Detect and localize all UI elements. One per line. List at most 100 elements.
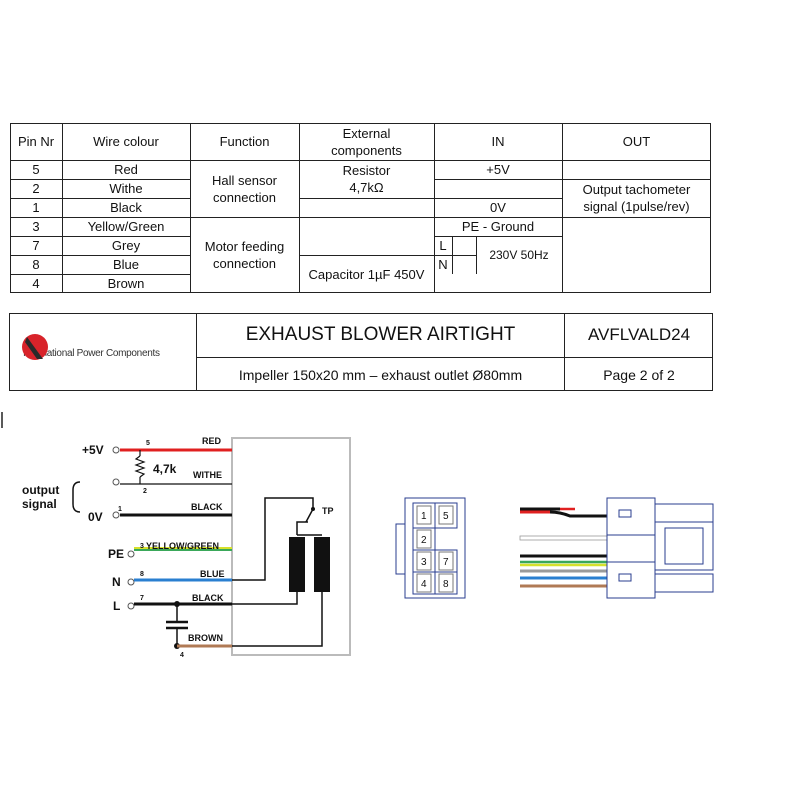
pin-cell: 1 — [32, 200, 40, 215]
function-motor-feeding: Motor feeding connection — [190, 217, 299, 293]
connector-pin-label: 4 — [421, 579, 427, 590]
wire-label-black-l: BLACK — [192, 593, 224, 603]
external-capacitor: Capacitor 1µF 450V — [308, 266, 425, 282]
housing-slot — [618, 509, 632, 518]
in-plus5v: +5V — [486, 162, 510, 177]
colour-cell: Yellow/Green — [87, 219, 165, 234]
page-indicator: Page 2 of 2 — [603, 366, 675, 383]
in-0v: 0V — [490, 200, 506, 215]
terminal-l — [127, 602, 135, 610]
housing-rib — [654, 573, 714, 593]
pin-cell: 4 — [32, 276, 40, 291]
connector-pin-label: 3 — [421, 557, 427, 568]
thermal-protector-contact — [311, 507, 315, 511]
connector-slot-8 — [434, 571, 458, 595]
function-hall-sensor: Hall sensor connection — [190, 160, 299, 217]
housing-slot — [618, 573, 632, 582]
header-pin-nr: Pin Nr — [17, 134, 55, 149]
wire-label-red: RED — [202, 436, 222, 446]
title-block: International Power Components EXHAUST B… — [9, 313, 713, 391]
colour-cell: Withe — [109, 181, 143, 196]
header-wire-colour: Wire colour — [93, 134, 159, 149]
header-external-line2: components — [331, 142, 402, 158]
terminal-5v — [112, 446, 120, 454]
resistor-line2: 4,7kΩ — [349, 180, 384, 195]
connector-pin-label: 1 — [421, 511, 427, 522]
pin-cell: 5 — [32, 162, 40, 177]
motor-internal-wiring — [232, 497, 323, 647]
colour-cell: Red — [114, 162, 138, 177]
header-in: IN — [491, 134, 505, 149]
colour-cell: Black — [110, 200, 142, 215]
motor-housing — [231, 437, 351, 656]
out-tachometer: Output tachometer signal (1pulse/rev) — [562, 179, 711, 217]
junction-dot — [174, 601, 180, 607]
label-tp: TP — [322, 506, 334, 516]
title-block-frame — [9, 313, 713, 391]
function-hall-line2: connection — [213, 189, 276, 205]
colour-cell: Brown — [107, 276, 145, 291]
resistor-line1: Resistor — [342, 163, 391, 178]
colour-cell: Grey — [111, 238, 141, 253]
function-motor-line2: connection — [213, 256, 276, 271]
terminal-output — [112, 478, 120, 486]
connector-slot-5 — [434, 502, 458, 529]
resistor-symbol — [134, 455, 146, 478]
label-0v: 0V — [88, 510, 103, 524]
pin-number: 5 — [146, 440, 150, 447]
motor-winding-main — [289, 537, 305, 592]
label-n: N — [112, 575, 121, 589]
label-output: output — [22, 483, 59, 497]
header-function: Function — [219, 134, 270, 149]
pin-number: 1 — [118, 506, 122, 513]
document-title: EXHAUST BLOWER AIRTIGHT — [245, 324, 516, 345]
external-resistor: Resistor 4,7kΩ — [299, 160, 434, 198]
company-logo: International Power Components — [21, 333, 196, 373]
housing-latch-block — [654, 521, 714, 571]
in-pe-ground: PE - Ground — [461, 219, 535, 234]
out-line1: Output tachometer — [582, 182, 691, 197]
header-out: OUT — [622, 134, 651, 149]
connector-pin-label: 5 — [443, 511, 449, 522]
company-name: International Power Components — [23, 347, 160, 359]
in-230v: 230V 50Hz — [489, 247, 549, 262]
connector-pin-label: 7 — [443, 557, 449, 568]
in-l: L — [439, 238, 447, 253]
in-n: N — [438, 257, 448, 272]
connector-wires — [519, 507, 608, 588]
connector-front-view: 1 5 2 3 7 4 8 — [395, 497, 466, 599]
label-signal: signal — [22, 497, 57, 511]
output-bracket — [72, 481, 81, 513]
logo-mark-icon — [22, 334, 48, 360]
pin-cell: 7 — [32, 238, 40, 253]
label-l: L — [113, 599, 120, 613]
pin-cell: 8 — [32, 257, 40, 272]
function-motor-line1: Motor feeding — [204, 239, 285, 254]
connector-pin-label: 2 — [421, 535, 427, 546]
wire-label-black: BLACK — [191, 502, 223, 512]
housing-rib — [654, 503, 714, 523]
pin-number: 2 — [143, 488, 147, 495]
colour-cell: Blue — [112, 257, 140, 272]
motor-winding-aux — [314, 537, 330, 592]
pin-number: 7 — [140, 595, 144, 602]
pin-table: Pin Nr Wire colour Function External com… — [10, 123, 711, 293]
label-plus5v: +5V — [82, 443, 104, 457]
product-code: AVFLVALD24 — [587, 325, 691, 344]
connector-pin-label: 8 — [443, 579, 449, 590]
label-pe: PE — [108, 547, 124, 561]
wire-label-blue: BLUE — [200, 569, 225, 579]
document-subtitle: Impeller 150x20 mm – exhaust outlet Ø80m… — [238, 366, 523, 383]
pin-number: 4 — [180, 652, 184, 659]
wire-label-withe: WITHE — [193, 470, 222, 480]
terminal-n — [127, 578, 135, 586]
pin-number: 8 — [140, 571, 144, 578]
terminal-0v — [112, 511, 120, 519]
connector-side-view — [519, 497, 714, 599]
wire-label-brown: BROWN — [188, 633, 223, 643]
function-hall-line1: Hall sensor — [211, 172, 278, 188]
terminal-pe — [127, 550, 135, 558]
wiring-diagram: +5V 4,7k output signal 0V PE N L RED WIT… — [1, 412, 351, 659]
label-resistor: 4,7k — [153, 462, 177, 476]
housing-latch-window — [664, 527, 704, 565]
